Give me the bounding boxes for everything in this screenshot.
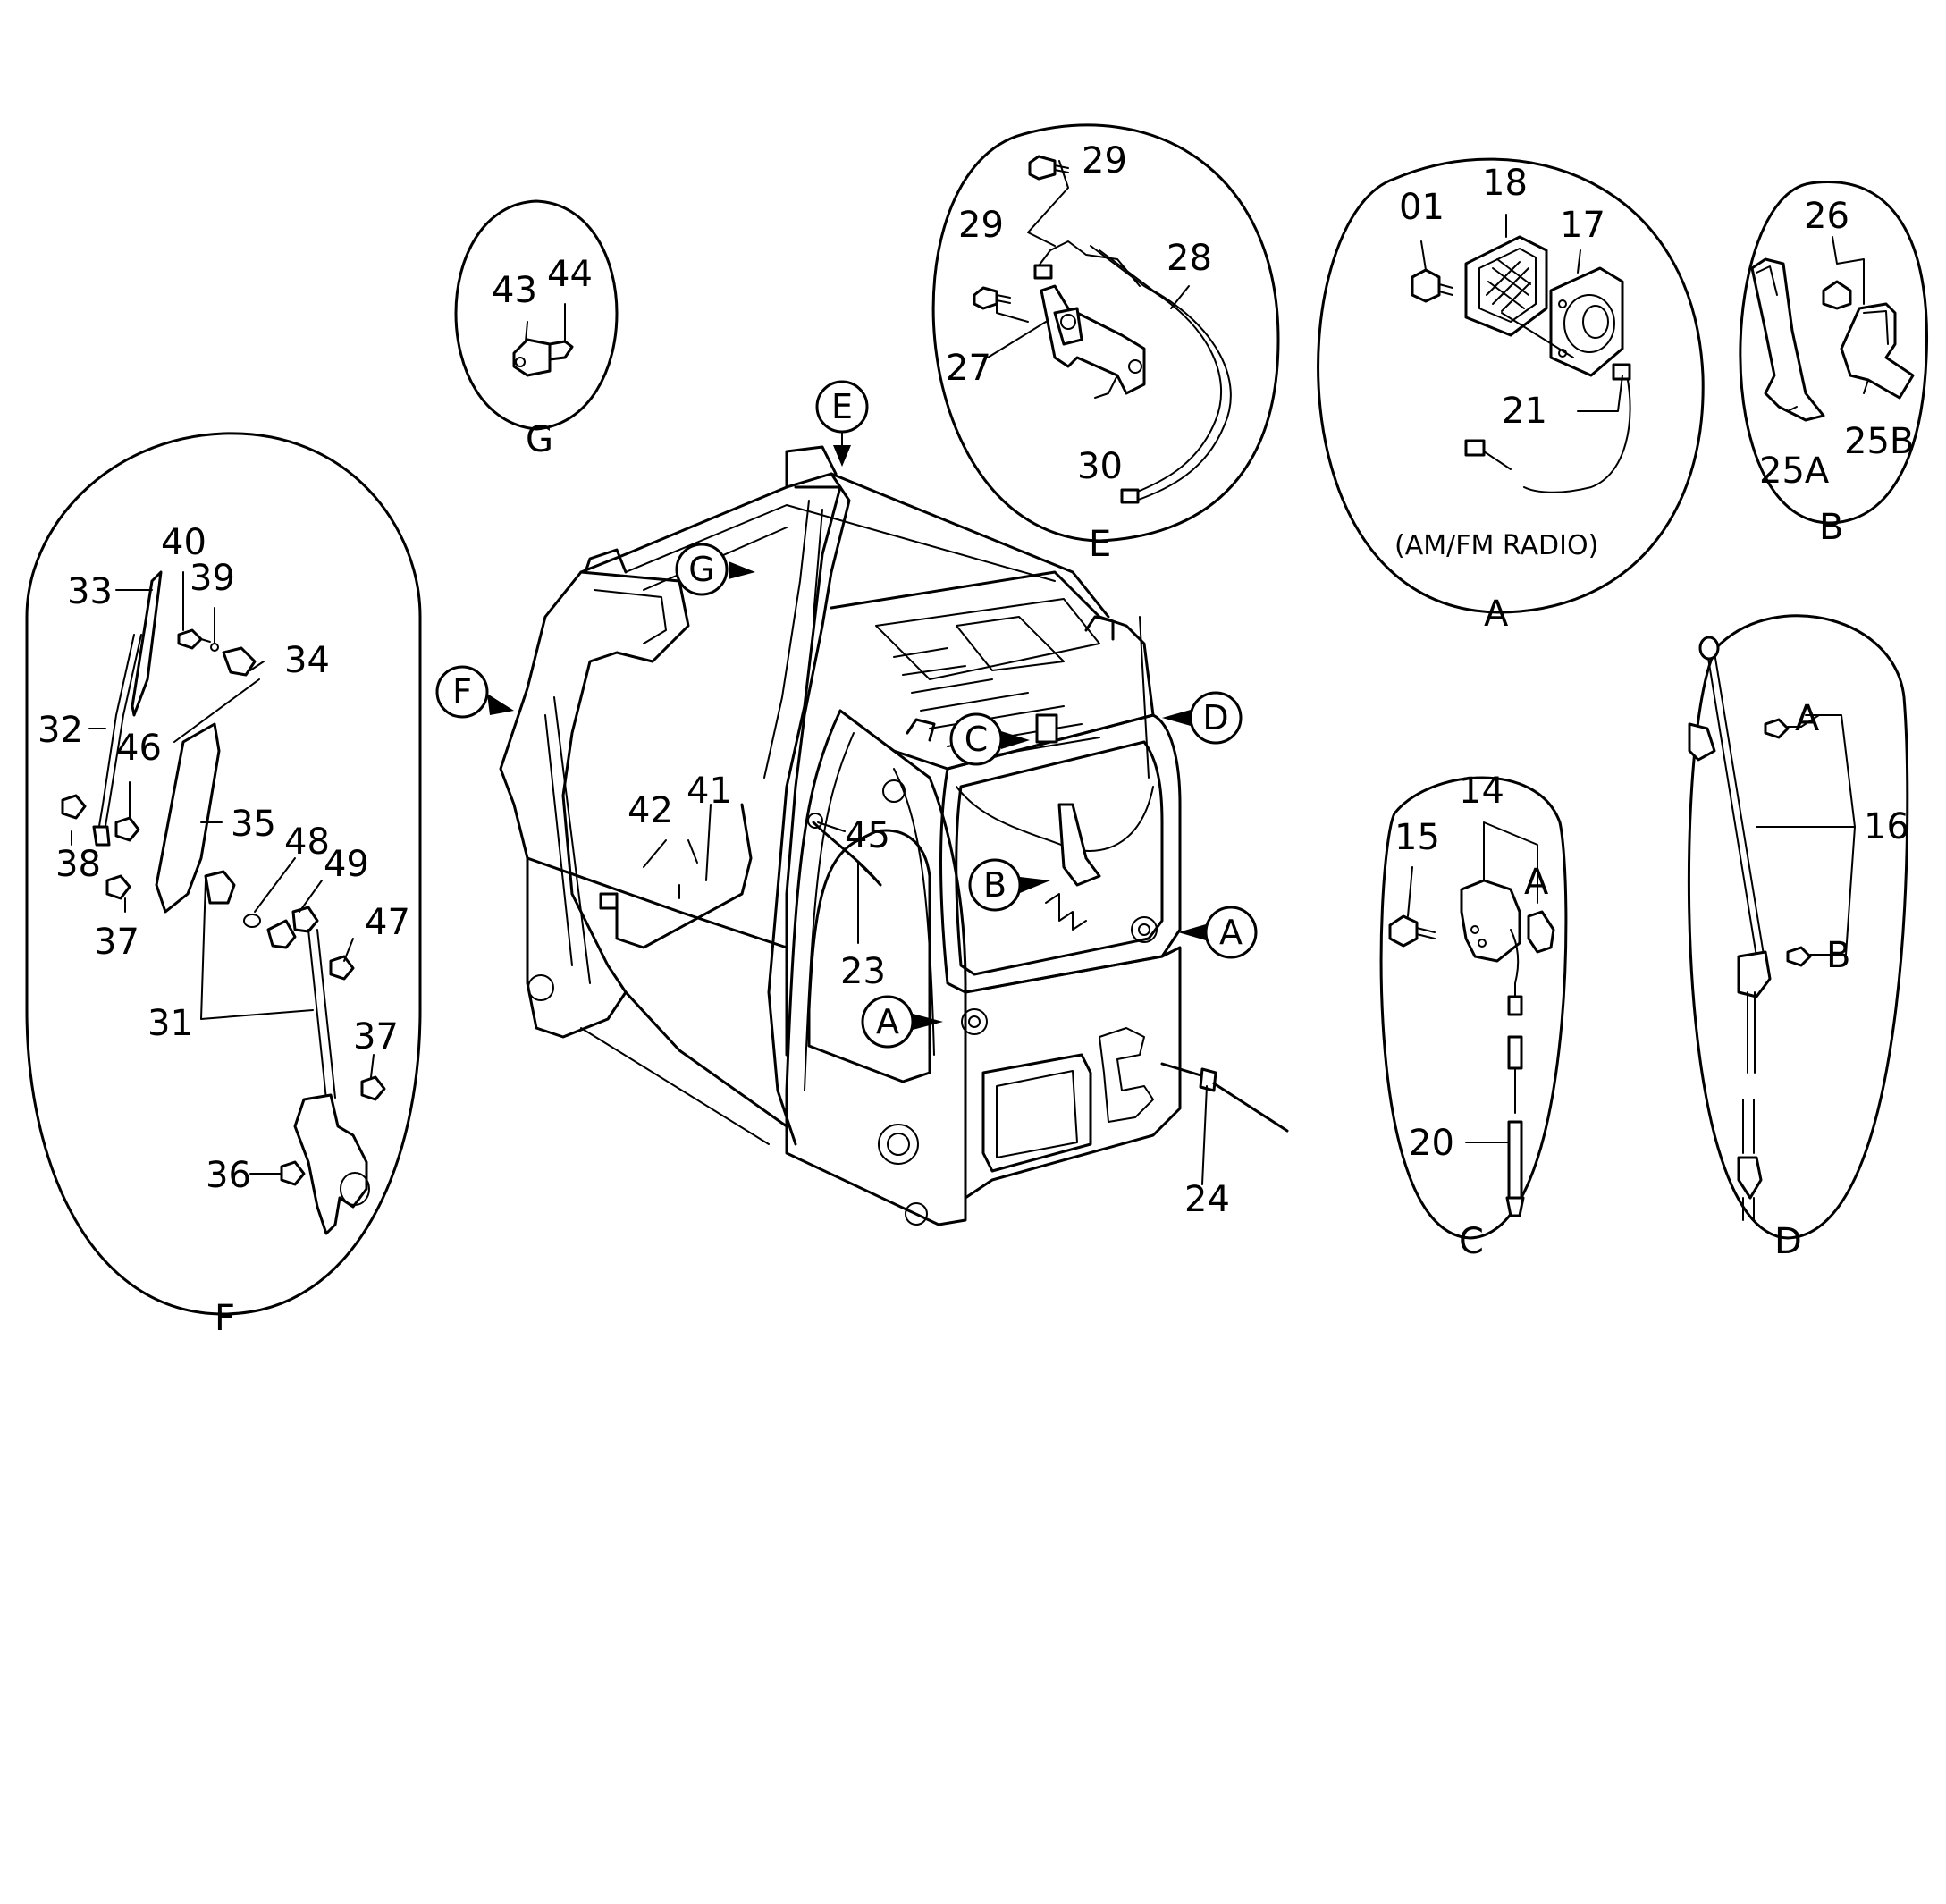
detail-caption-b: B: [1819, 507, 1843, 548]
cab-callout-e[interactable]: E: [815, 380, 869, 467]
detail-caption-e: E: [1089, 524, 1111, 565]
part-number: 49: [324, 844, 369, 885]
callout-label: C: [965, 720, 989, 759]
part-number: 28: [1167, 238, 1212, 279]
part-31-49-wiper-assembly: [61, 570, 386, 1235]
cab-callout-g[interactable]: G: [675, 543, 755, 596]
callout-label: B: [983, 865, 1007, 905]
part-number: 14: [1459, 771, 1504, 812]
part-number: 40: [161, 522, 206, 563]
callout-label: A: [876, 1002, 899, 1041]
part-16-antenna: [1688, 636, 1824, 1221]
part-number: 32: [38, 710, 83, 751]
sub-label: A: [1795, 698, 1820, 739]
part-number: 29: [1082, 140, 1127, 181]
detail-view-a: [1317, 157, 1705, 614]
callout-label: D: [1202, 698, 1228, 737]
part-number: 37: [94, 922, 139, 963]
cab-frame: [499, 445, 1289, 1226]
cab-callout-f[interactable]: F: [435, 665, 514, 719]
callout-label: A: [1219, 913, 1243, 952]
part-number: 47: [365, 902, 410, 943]
callout-label: F: [452, 672, 472, 712]
part-number: 25A: [1759, 451, 1830, 492]
part-17-18-speaker: [1411, 235, 1631, 493]
part-number: 39: [190, 558, 235, 599]
detail-caption-c: C: [1459, 1221, 1484, 1262]
part-number: 27: [946, 348, 991, 389]
part-number: 34: [284, 640, 330, 681]
part-number: 29: [958, 205, 1004, 246]
part-number: 38: [55, 844, 101, 885]
part-number: 01: [1399, 187, 1445, 228]
part-number: 37: [353, 1016, 399, 1057]
detail-sub-labels: A A B: [1524, 698, 1850, 976]
part-43-44-switch: [512, 338, 574, 377]
part-number: 46: [116, 728, 162, 769]
part-number: 20: [1409, 1123, 1454, 1164]
detail-caption-g: G: [526, 419, 553, 460]
part-number: 23: [840, 951, 886, 992]
part-number: 45: [845, 815, 890, 856]
detail-view-f: [25, 432, 422, 1316]
detail-view-c: [1379, 776, 1568, 1240]
part-labels: 43 44 29 29 28 27 30 01 18 17 21 26 25A …: [38, 140, 1914, 1220]
sub-label: B: [1826, 935, 1850, 976]
cab-callout-c[interactable]: C: [949, 712, 1030, 766]
part-number: 41: [687, 771, 732, 812]
part-number: 16: [1864, 806, 1909, 847]
detail-view-e: [931, 123, 1280, 543]
callout-label: G: [688, 550, 714, 589]
callout-label: E: [831, 387, 853, 426]
part-25a-25b-lever: [1750, 257, 1915, 422]
detail-view-g: [454, 199, 619, 431]
part-number: 18: [1482, 163, 1528, 204]
part-number: 24: [1184, 1179, 1230, 1220]
part-number: 25B: [1844, 421, 1914, 462]
cab-callout-a-right[interactable]: A: [1178, 906, 1258, 959]
cab-callout-d[interactable]: D: [1162, 691, 1243, 745]
part-number: 17: [1560, 205, 1605, 246]
cab-callout-a-front[interactable]: A: [861, 995, 943, 1049]
part-number: 48: [284, 821, 330, 863]
part-27-30-switch-assembly: [973, 155, 1232, 504]
part-number: 33: [67, 571, 113, 612]
detail-view-d: [1687, 614, 1909, 1240]
part-number: 15: [1394, 817, 1440, 858]
detail-caption-a: A: [1484, 594, 1509, 635]
detail-caption-d: D: [1774, 1221, 1802, 1262]
part-number: 44: [547, 254, 593, 295]
part-number: 31: [147, 1003, 193, 1044]
detail-note-a: (AM/FM RADIO): [1394, 530, 1598, 561]
leader-lines: [71, 160, 1869, 1185]
part-number: 42: [628, 790, 673, 831]
part-14-15-radio: [1388, 879, 1555, 1217]
detail-caption-f: F: [215, 1298, 235, 1339]
part-number: 21: [1502, 391, 1547, 432]
sub-label: A: [1524, 862, 1549, 903]
part-number: 36: [206, 1155, 251, 1196]
detail-captions: G E (AM/FM RADIO) A B F C D: [215, 419, 1843, 1339]
part-number: 43: [492, 270, 537, 311]
part-number: 35: [231, 804, 276, 845]
detail-view-b: [1739, 181, 1929, 525]
cab-callout-b[interactable]: B: [968, 858, 1050, 912]
part-number: 26: [1804, 196, 1849, 237]
part-number: 30: [1077, 446, 1123, 487]
